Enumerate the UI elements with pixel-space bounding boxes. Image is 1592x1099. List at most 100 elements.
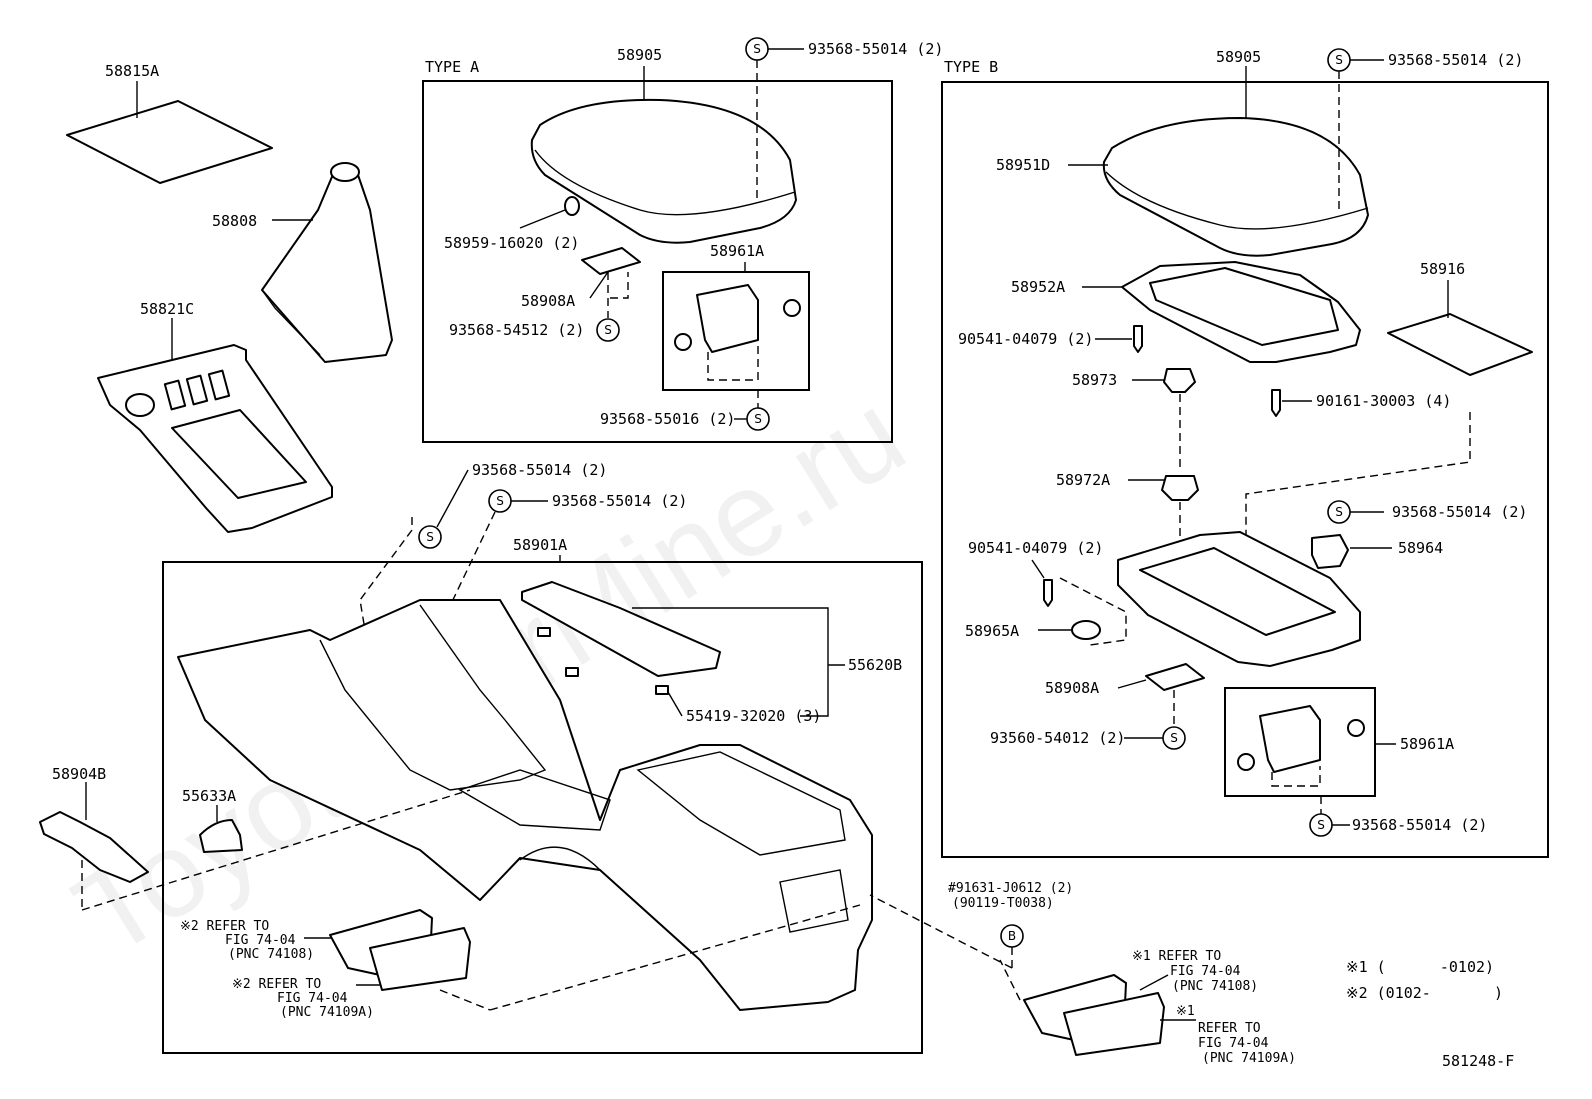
label-m93568-55014-2: 93568-55014 (2) xyxy=(552,492,687,510)
console-body-58901a-shape xyxy=(177,599,873,1011)
screw-90161-shape xyxy=(1271,389,1281,417)
diagram-id: 581248-F xyxy=(1442,1052,1514,1070)
type-b-lid-58905-shape xyxy=(1102,117,1369,257)
trim-58904b-shape xyxy=(39,811,149,883)
ref4a-line1: ※1 xyxy=(1176,1004,1195,1019)
svg-text:S: S xyxy=(754,412,762,426)
leader-a58959 xyxy=(519,209,566,229)
legend-2: ※2 (0102- ) xyxy=(1346,984,1503,1002)
clip-55419-a xyxy=(537,627,551,637)
label-b90541-04079-b: 90541-04079 (2) xyxy=(968,539,1103,557)
base-58952a-box xyxy=(1149,267,1339,346)
type-a-lid-edge xyxy=(534,149,796,216)
cover-55620b-shape xyxy=(521,581,721,677)
label-b58916: 58916 xyxy=(1420,260,1465,278)
label-b58908a: 58908A xyxy=(1045,679,1099,697)
panel-switch-2 xyxy=(185,374,209,406)
svg-text:S: S xyxy=(1335,53,1343,67)
svg-text:S: S xyxy=(426,530,434,544)
screw-90541-b-shape xyxy=(1043,579,1053,607)
svg-text:S: S xyxy=(1335,505,1343,519)
label-m90119: (90119-T0038) xyxy=(952,896,1054,911)
ref2a-line3: (PNC 74109A) xyxy=(280,1005,374,1020)
pad-58916-shape xyxy=(1387,313,1533,376)
screw-90541-a-shape xyxy=(1133,325,1143,353)
leader-b90541-b xyxy=(1031,559,1045,579)
type-a-screw-top: S xyxy=(745,37,769,61)
panel-switch-1 xyxy=(163,379,187,411)
ashtray-right-front xyxy=(1063,992,1165,1056)
type-a-hinge-box xyxy=(662,271,810,391)
cover-55620b-bracket xyxy=(632,607,829,717)
label-m93568-55014-1: 93568-55014 (2) xyxy=(472,461,607,479)
label-m55633a: 55633A xyxy=(182,787,236,805)
ref4a-line3: FIG 74-04 xyxy=(1198,1036,1269,1051)
label-b58964: 58964 xyxy=(1398,539,1443,557)
dash-ashtray-left xyxy=(439,989,491,1011)
type-b-hinge-box xyxy=(1224,687,1376,797)
ref4a-line2: REFER TO xyxy=(1198,1021,1261,1036)
type-b-frame xyxy=(941,81,1549,858)
ref3a-line2: FIG 74-04 xyxy=(1170,964,1241,979)
dash-m58904b-b xyxy=(81,789,471,911)
label-b58951d: 58951D xyxy=(996,156,1050,174)
type-b-lid-edge xyxy=(1105,171,1369,230)
label-a93568-55014-top: 93568-55014 (2) xyxy=(808,40,943,58)
label-b58961a: 58961A xyxy=(1400,735,1454,753)
label-a93568-55016: 93568-55016 (2) xyxy=(600,410,735,428)
label-b93568-55014-top: 93568-55014 (2) xyxy=(1388,51,1523,69)
label-b58965a: 58965A xyxy=(965,622,1019,640)
type-b-screw-bot: S xyxy=(1309,813,1333,837)
console-cupholder xyxy=(458,769,611,831)
type-a-title: TYPE A xyxy=(425,58,479,76)
legend-1: ※1 ( -0102) xyxy=(1346,958,1494,976)
svg-text:S: S xyxy=(1170,731,1178,745)
label-m58901a: 58901A xyxy=(513,536,567,554)
ref2a-line1: ※2 REFER TO xyxy=(232,977,321,992)
svg-text:S: S xyxy=(496,494,504,508)
dash-b90541-b xyxy=(1059,577,1127,646)
ref1a-line1: ※2 REFER TO xyxy=(180,919,269,934)
label-58815a: 58815A xyxy=(105,62,159,80)
console-front-curve xyxy=(519,846,601,871)
type-a-hinge-pivot-l xyxy=(674,333,692,351)
label-a58905: 58905 xyxy=(617,46,662,64)
ref1a-line2: FIG 74-04 xyxy=(225,933,296,948)
type-b-hinge-pivot-l xyxy=(1237,753,1255,771)
panel-knob-hole xyxy=(125,393,155,417)
label-a58959: 58959-16020 (2) xyxy=(444,234,579,252)
label-m55620b: 55620B xyxy=(848,656,902,674)
console-screw-2: S xyxy=(488,489,512,513)
ref3a-line1: ※1 REFER TO xyxy=(1132,949,1221,964)
shift-boot-58808-shape xyxy=(261,171,393,363)
type-a-screw-55016: S xyxy=(746,407,770,431)
dash-a58961a xyxy=(707,345,759,381)
type-a-frame xyxy=(422,80,893,443)
label-m91631: #91631-J0612 (2) xyxy=(948,881,1073,896)
panel-switch-3 xyxy=(207,369,231,401)
console-rear-box xyxy=(636,751,846,856)
console-screw-1: S xyxy=(418,525,442,549)
label-m58904b: 58904B xyxy=(52,765,106,783)
dash-ashtray-right xyxy=(999,959,1021,1001)
type-b-screw-mid: S xyxy=(1327,500,1351,524)
clip-58973-shape xyxy=(1163,368,1196,393)
leader-b58908a xyxy=(1117,679,1147,689)
console-inner-left xyxy=(319,604,547,791)
ref2a-line2: FIG 74-04 xyxy=(277,991,348,1006)
bracket-58964-shape xyxy=(1311,534,1349,569)
label-b58952a: 58952A xyxy=(1011,278,1065,296)
label-58821c: 58821C xyxy=(140,300,194,318)
ref4a-line4: (PNC 74109A) xyxy=(1202,1051,1296,1066)
leader-ref3a xyxy=(1139,974,1169,991)
tray-base-well xyxy=(1139,547,1336,636)
label-b90161: 90161-30003 (4) xyxy=(1316,392,1451,410)
clip-58972a-shape xyxy=(1161,475,1199,501)
label-b93568-55014-bot: 93568-55014 (2) xyxy=(1352,816,1487,834)
ref1a-line3: (PNC 74108) xyxy=(228,947,314,962)
svg-text:S: S xyxy=(604,323,612,337)
mat-58815a-shape xyxy=(66,100,273,184)
latch-58965a-shape xyxy=(1071,620,1101,640)
ashtray-left-front xyxy=(369,927,471,991)
